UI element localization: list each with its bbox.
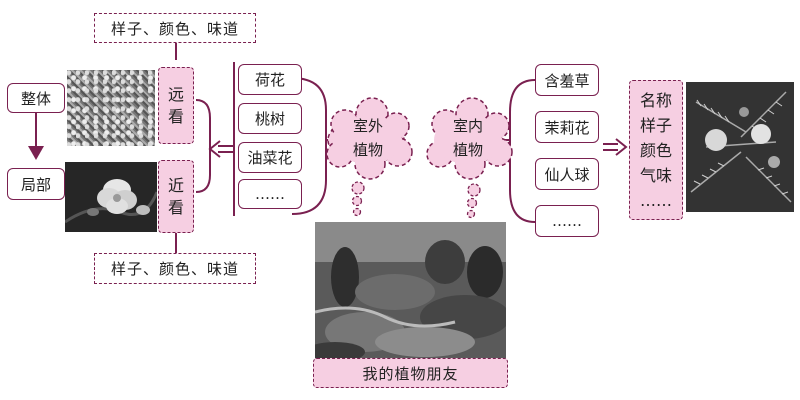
- far-view-label: 远 看: [158, 67, 194, 144]
- mimosa-photo: [686, 82, 794, 212]
- far-char-2: 看: [167, 106, 184, 126]
- traits-item: 样子: [639, 115, 672, 135]
- garden-photo: [315, 222, 506, 359]
- indoor-cloud-shape: [426, 97, 513, 219]
- near-char-1: 近: [167, 175, 184, 195]
- outdoor-cloud-label: 室外 植物: [336, 114, 400, 162]
- outdoor-item: 桃树: [238, 103, 302, 134]
- whole-box: 整体: [7, 83, 65, 113]
- traits-item: 气味: [639, 165, 672, 185]
- traits-item: ……: [640, 190, 672, 210]
- flower-image: [65, 162, 157, 232]
- outdoor-cloud-line1: 室外: [352, 117, 383, 135]
- traits-item: 名称: [639, 90, 672, 110]
- traits-list: 名称 样子 颜色 气味 ……: [629, 80, 683, 220]
- outdoor-cloud-line2: 植物: [352, 141, 383, 159]
- mimosa-image: [686, 82, 794, 212]
- part-box: 局部: [7, 168, 65, 200]
- indoor-cloud-line2: 植物: [452, 141, 483, 159]
- outdoor-item: ……: [238, 179, 302, 209]
- near-char-2: 看: [167, 197, 184, 217]
- garden-caption: 我的植物朋友: [313, 358, 508, 388]
- far-char-1: 远: [167, 84, 184, 104]
- indoor-item: 茉莉花: [535, 111, 599, 143]
- bottom-traits-box: 样子、颜色、味道: [94, 253, 256, 284]
- outdoor-cloud-shape: [326, 97, 413, 217]
- outdoor-item: 荷花: [238, 64, 302, 95]
- far-view-photo: [67, 70, 155, 146]
- indoor-item: 含羞草: [535, 64, 599, 96]
- indoor-item: 仙人球: [535, 158, 599, 190]
- near-view-photo: [65, 162, 157, 232]
- indoor-cloud-line1: 室内: [452, 117, 483, 135]
- traits-item: 颜色: [639, 140, 672, 160]
- indoor-item: ……: [535, 205, 599, 237]
- outdoor-item: 油菜花: [238, 142, 302, 173]
- indoor-cloud-label: 室内 植物: [436, 114, 500, 162]
- garden-image: [315, 222, 506, 359]
- top-traits-box: 样子、颜色、味道: [94, 13, 256, 43]
- near-view-label: 近 看: [158, 160, 194, 233]
